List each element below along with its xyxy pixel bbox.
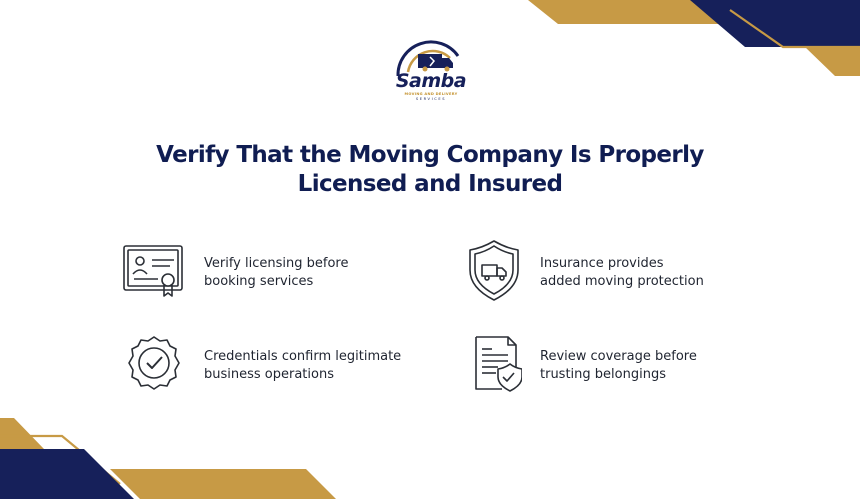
feature-credentials-line-2: business operations (204, 367, 334, 382)
certificate-icon (123, 245, 183, 297)
feature-insurance-line-2: added moving protection (540, 274, 704, 289)
document-shield-icon (475, 336, 522, 392)
feature-credentials-line-1: Credentials confirm legitimate (204, 349, 402, 364)
brand-subline: SERVICES (415, 97, 447, 101)
feature-coverage: Review coverage before trusting belongin… (458, 331, 778, 395)
shield-truck-icon (469, 240, 519, 301)
feature-licensing-line-1: Verify licensing before (204, 256, 349, 271)
feature-licensing: Verify licensing before booking services (122, 238, 442, 302)
feature-insurance-line-1: Insurance provides (540, 256, 664, 271)
bottom-navy-band (0, 449, 134, 499)
feature-insurance: Insurance provides added moving protecti… (458, 238, 778, 302)
bottom-gold-band (110, 469, 336, 499)
page-title-line-2: Licensed and Insured (297, 171, 563, 197)
feature-coverage-line-1: Review coverage before (540, 349, 697, 364)
truck-logo-icon (396, 40, 460, 77)
feature-licensing-line-2: booking services (204, 274, 314, 289)
top-gold-band (528, 0, 735, 24)
verified-badge-icon (128, 336, 180, 390)
brand-name: Samba (395, 70, 467, 92)
top-gold-corner (805, 47, 860, 76)
brand-tagline: MOVING AND DELIVERY (404, 92, 458, 96)
bottom-gold-corner (0, 418, 44, 449)
feature-credentials: Credentials confirm legitimate business … (122, 331, 442, 395)
page-title-line-1: Verify That the Moving Company Is Proper… (156, 142, 704, 168)
feature-coverage-line-2: trusting belongings (540, 367, 666, 382)
page-title: Verify That the Moving Company Is Proper… (110, 141, 750, 199)
